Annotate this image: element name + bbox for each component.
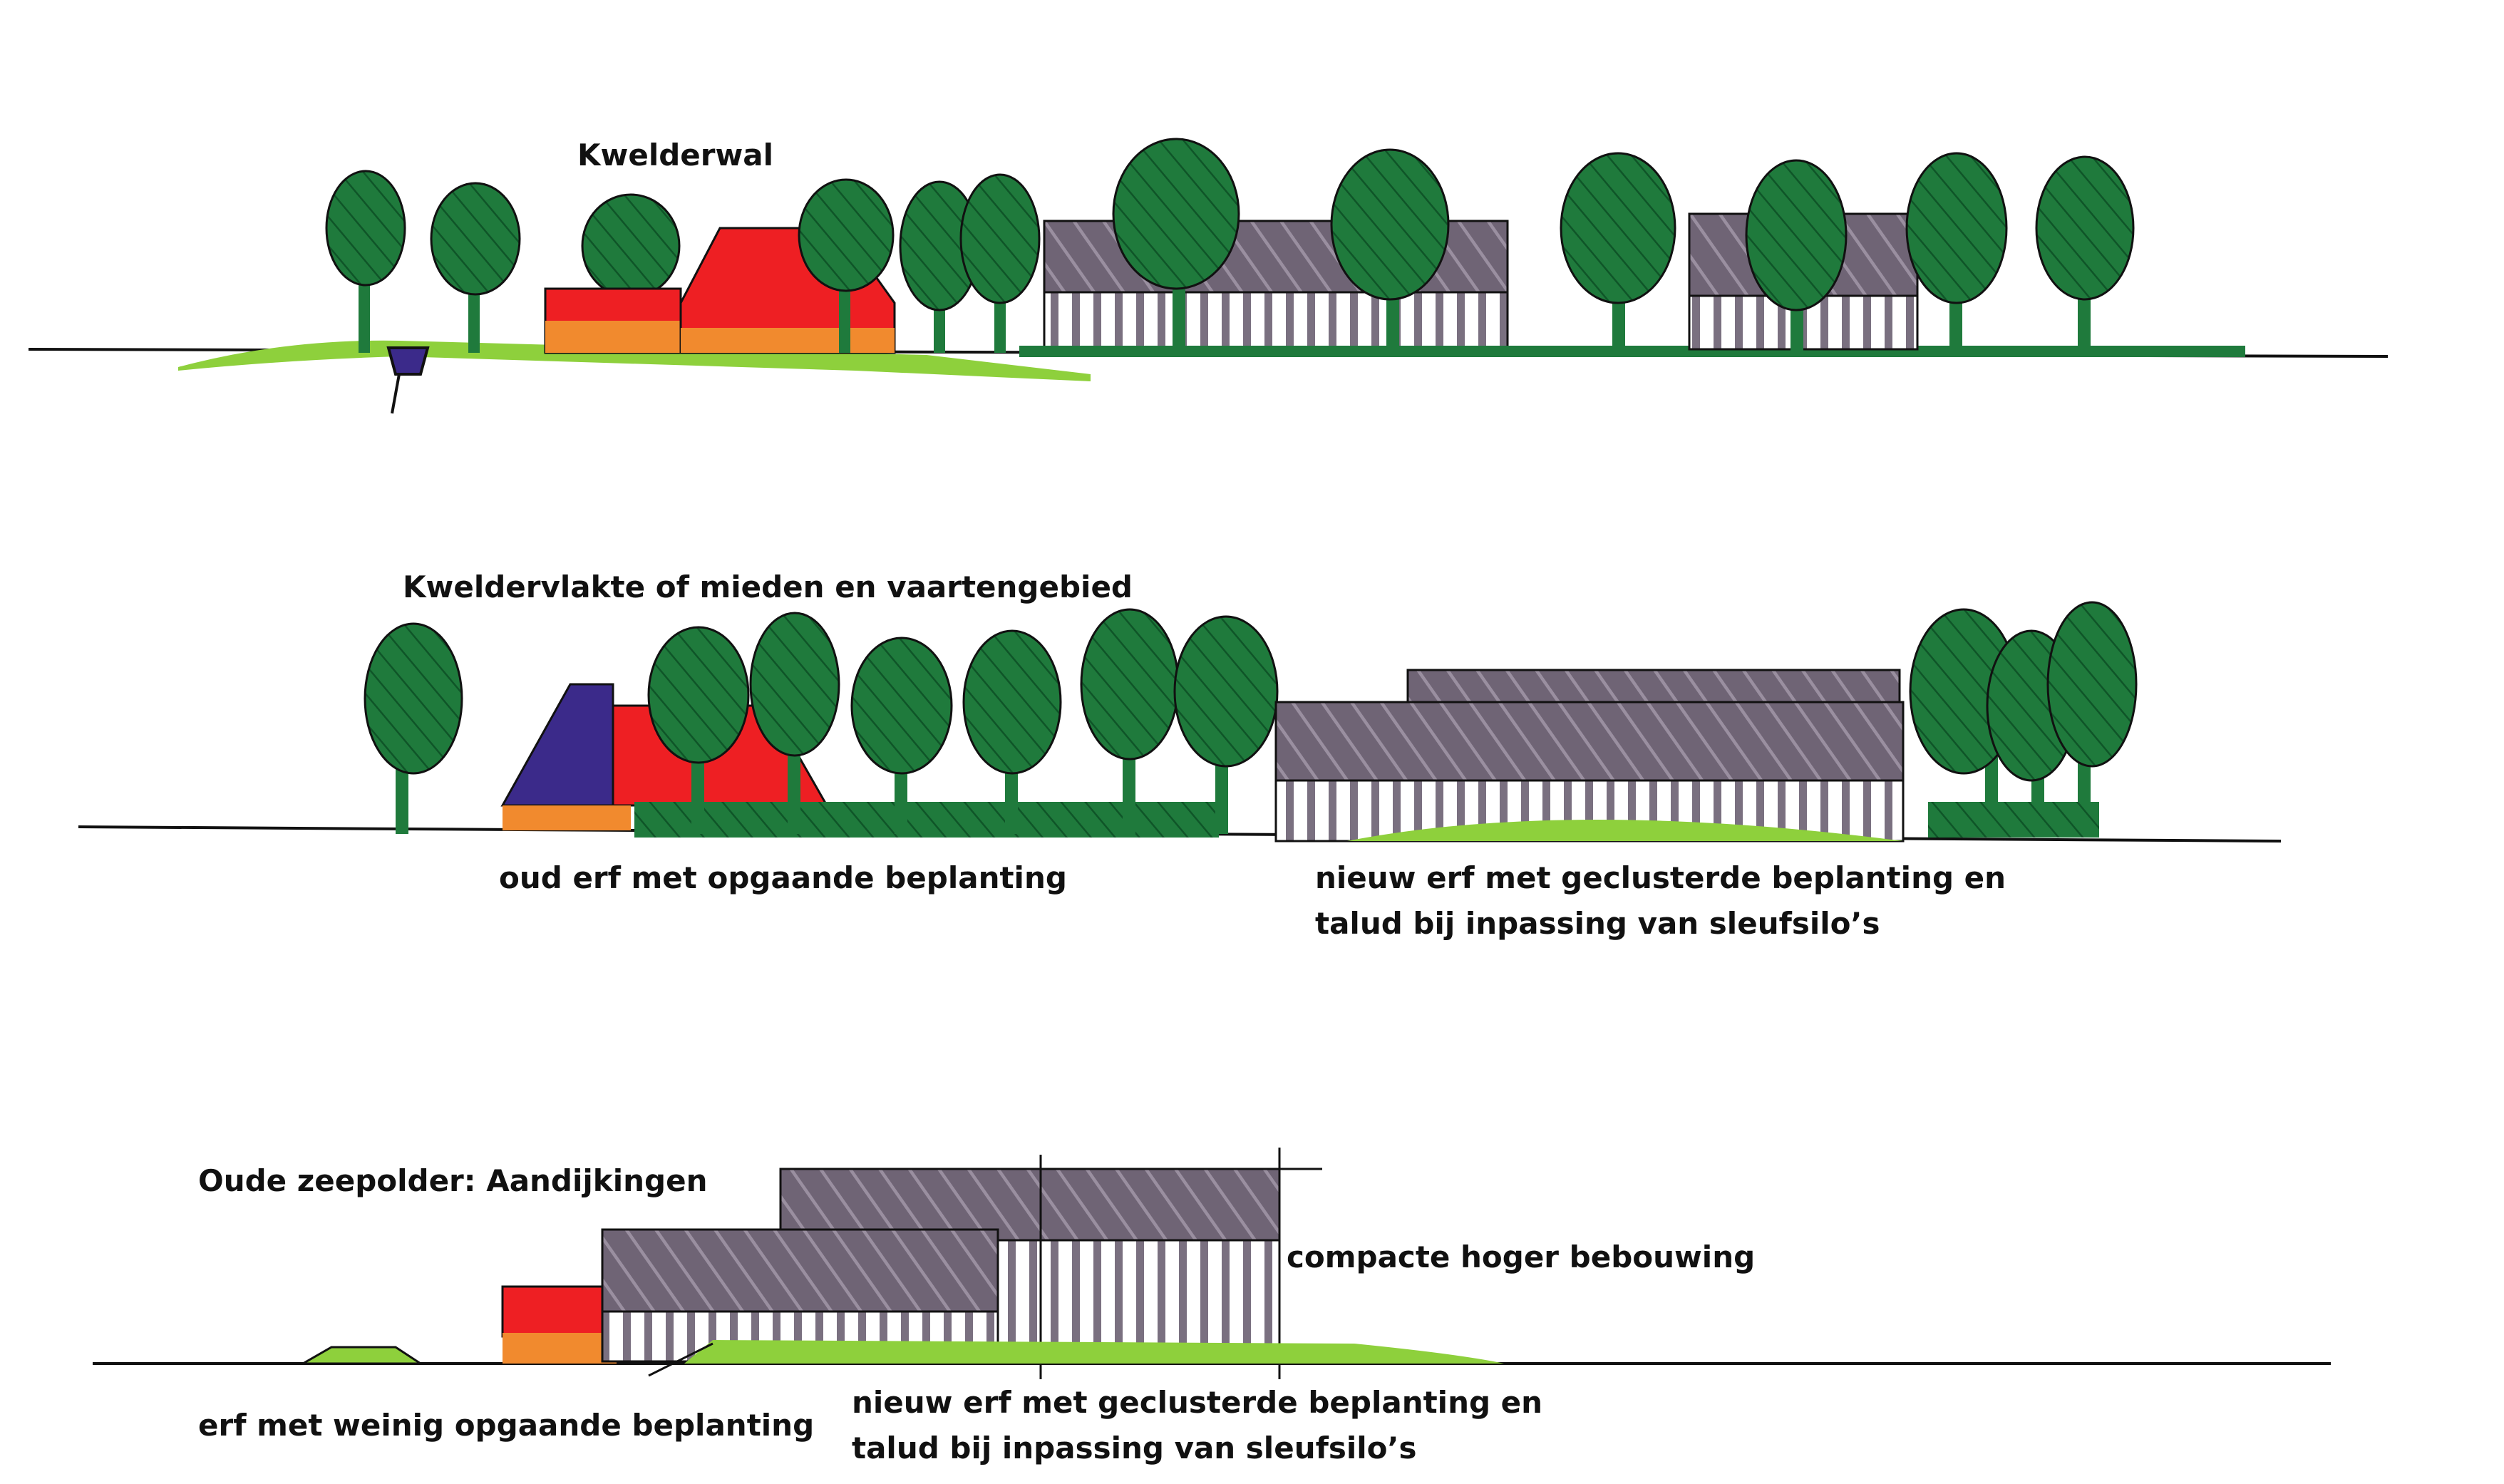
tree-icon: [647, 626, 750, 834]
tree-icon: [959, 173, 1041, 353]
talud-edge: [648, 1342, 713, 1377]
tree-icon: [899, 180, 980, 353]
section-1-kwelderwal: [28, 138, 2389, 414]
tree-icon: [850, 637, 953, 834]
hedge: [634, 802, 1219, 838]
tree-icon: [1330, 148, 1450, 353]
talud-grass: [1347, 820, 1903, 841]
tree-icon: [325, 170, 406, 353]
ditch-line: [391, 373, 401, 414]
label-erf-weinig-beplanting: erf met weinig opgaande beplanting: [198, 1408, 815, 1443]
label-oud-erf: oud erf met opgaande beplanting: [499, 860, 1067, 895]
tree-icon: [1745, 159, 1848, 353]
tree-icon: [1560, 152, 1676, 353]
label-nieuw-erf-2: nieuw erf met geclusterde beplanting en …: [1315, 860, 2006, 941]
compact-building-icon: [601, 1148, 1322, 1379]
stable-icon: [1019, 220, 2245, 357]
tree-icon: [798, 178, 895, 353]
new-stable-icon: [1274, 669, 1905, 843]
section-2-kweldervlakte: [78, 601, 2282, 843]
tree-icon: [1112, 138, 1240, 353]
tree-icon: [1080, 608, 1180, 834]
section-title-kweldervlakte: Kweldervlakte of mieden en vaartengebied: [403, 570, 1133, 604]
ditch-icon: [386, 346, 430, 376]
tree-icon: [430, 182, 521, 353]
tree-icon: [1905, 152, 2008, 353]
section-title-oude-zeepolder: Oude zeepolder: Aandijkingen: [198, 1163, 708, 1198]
section-title-kwelderwal: Kwelderwal: [577, 138, 774, 172]
tree-icon: [749, 612, 840, 834]
small-farm-icon: [501, 1285, 618, 1364]
tree-icon: [364, 622, 463, 834]
label-compacte-bebouwing: compacte hoger bebouwing: [1287, 1240, 1756, 1274]
tree-icon: [1173, 615, 1279, 834]
shrub: [1928, 802, 2099, 838]
talud-grass: [684, 1340, 1504, 1364]
small-dike: [299, 1346, 425, 1365]
tree-icon: [962, 629, 1062, 834]
section-3-oude-zeepolder: [93, 1148, 2331, 1379]
tree-icon: [2035, 155, 2135, 353]
label-nieuw-erf-3: nieuw erf met geclusterde beplanting en …: [852, 1385, 1543, 1465]
